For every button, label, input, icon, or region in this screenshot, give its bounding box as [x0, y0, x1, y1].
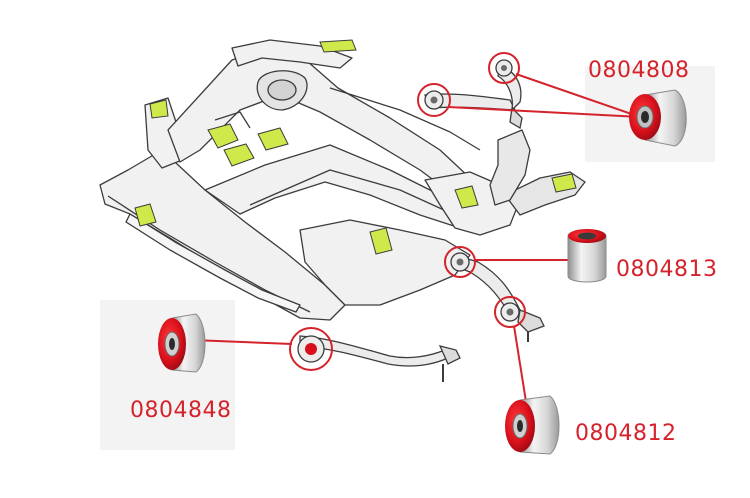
right-rail [299, 219, 471, 306]
leader-lines [191, 73, 641, 409]
mount-bracket [551, 173, 577, 193]
upper-control-arm [424, 59, 523, 130]
mount-right-front [454, 185, 479, 209]
stabilizer-bar [125, 213, 301, 313]
leader-upper-front [515, 73, 641, 118]
mount-left-rail-2 [223, 143, 255, 167]
callout-circle-icon [289, 327, 333, 371]
part-code-label: 0804812 [575, 421, 677, 446]
callout-circle-icon [417, 83, 451, 117]
callout-circles [289, 52, 526, 371]
bushing-icon-0804848 [158, 313, 206, 373]
leader-upper-rear [447, 106, 641, 118]
leader-strut [191, 339, 293, 345]
part-code-label: 0804813 [616, 257, 718, 282]
part-code-label: 0804848 [130, 398, 232, 423]
bushing-icon-0804813 [567, 229, 607, 283]
bushing-icon-0804812 [505, 395, 560, 455]
mount-top [319, 39, 357, 53]
part-code-label: 0804808 [588, 58, 690, 83]
mount-rear-left [149, 99, 169, 119]
installed-bushing-0804848 [305, 343, 317, 355]
leader-lower-rear [513, 325, 528, 409]
callout-circle-icon [494, 296, 526, 328]
mount-right-rail [369, 227, 393, 255]
callout-circle-icon [444, 246, 476, 278]
bushing-icon-0804808 [629, 89, 687, 147]
spindle [489, 129, 531, 206]
mount-rear-mid [257, 127, 289, 151]
installed-bushings [305, 65, 514, 355]
callout-circle-icon [488, 52, 520, 84]
tension-strut [297, 335, 461, 382]
engine-mounts [134, 39, 577, 255]
mount-left-front [134, 203, 157, 227]
mount-left-rail-1 [207, 123, 239, 149]
lower-control-arm [450, 252, 545, 342]
